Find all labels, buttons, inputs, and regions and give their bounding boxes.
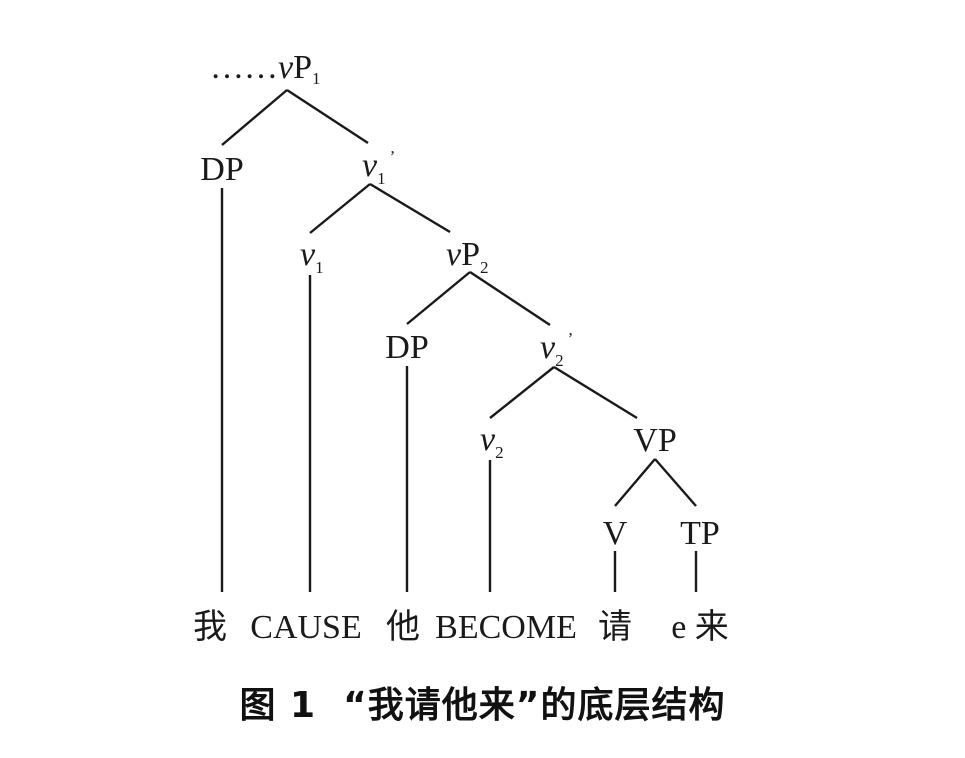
word-wo: 我 bbox=[193, 609, 227, 646]
node-vP2: vP2 bbox=[446, 236, 489, 277]
figure-caption: 图 1 “我请他来”的底层结构 bbox=[239, 685, 726, 726]
tree-nodes: ……vP1 DP v1’ v1 vP2 DP v2’ v2 VP V TP bbox=[200, 49, 720, 552]
edge-v1bar-vP2 bbox=[369, 182, 451, 234]
node-v: V bbox=[603, 515, 628, 552]
tree-edges bbox=[220, 88, 698, 592]
node-dp-1: DP bbox=[200, 151, 243, 188]
word-ta: 他 bbox=[386, 609, 420, 646]
edge-vP2-v2bar bbox=[469, 270, 551, 327]
word-e-lai: e 来 bbox=[671, 609, 729, 646]
node-v1: v1 bbox=[300, 236, 324, 277]
word-become: BECOME bbox=[435, 609, 577, 646]
word-qing: 请 bbox=[598, 609, 632, 646]
node-v2: v2 bbox=[480, 421, 504, 462]
node-v1-bar: v1’ bbox=[362, 147, 395, 188]
node-dp-2: DP bbox=[385, 329, 428, 366]
edge-vP1-DP1 bbox=[221, 89, 288, 146]
node-vP1: ……vP1 bbox=[210, 49, 321, 88]
node-v2-bar: v2’ bbox=[540, 329, 573, 370]
edge-v2bar-VP bbox=[553, 365, 638, 420]
terminal-words: 我 CAUSE 他 BECOME 请 e 来 bbox=[193, 609, 729, 646]
edge-vP2-DP2 bbox=[406, 271, 471, 325]
edge-VP-V bbox=[614, 458, 656, 507]
edge-vP1-v1bar bbox=[286, 88, 369, 145]
node-tp: TP bbox=[680, 515, 720, 552]
root-prefix: …… bbox=[210, 49, 278, 86]
edge-v1bar-v1 bbox=[309, 183, 371, 234]
edge-v2bar-v2 bbox=[489, 366, 555, 419]
word-cause: CAUSE bbox=[250, 609, 361, 646]
node-vp: VP bbox=[633, 422, 676, 459]
edge-VP-TP bbox=[654, 458, 697, 507]
